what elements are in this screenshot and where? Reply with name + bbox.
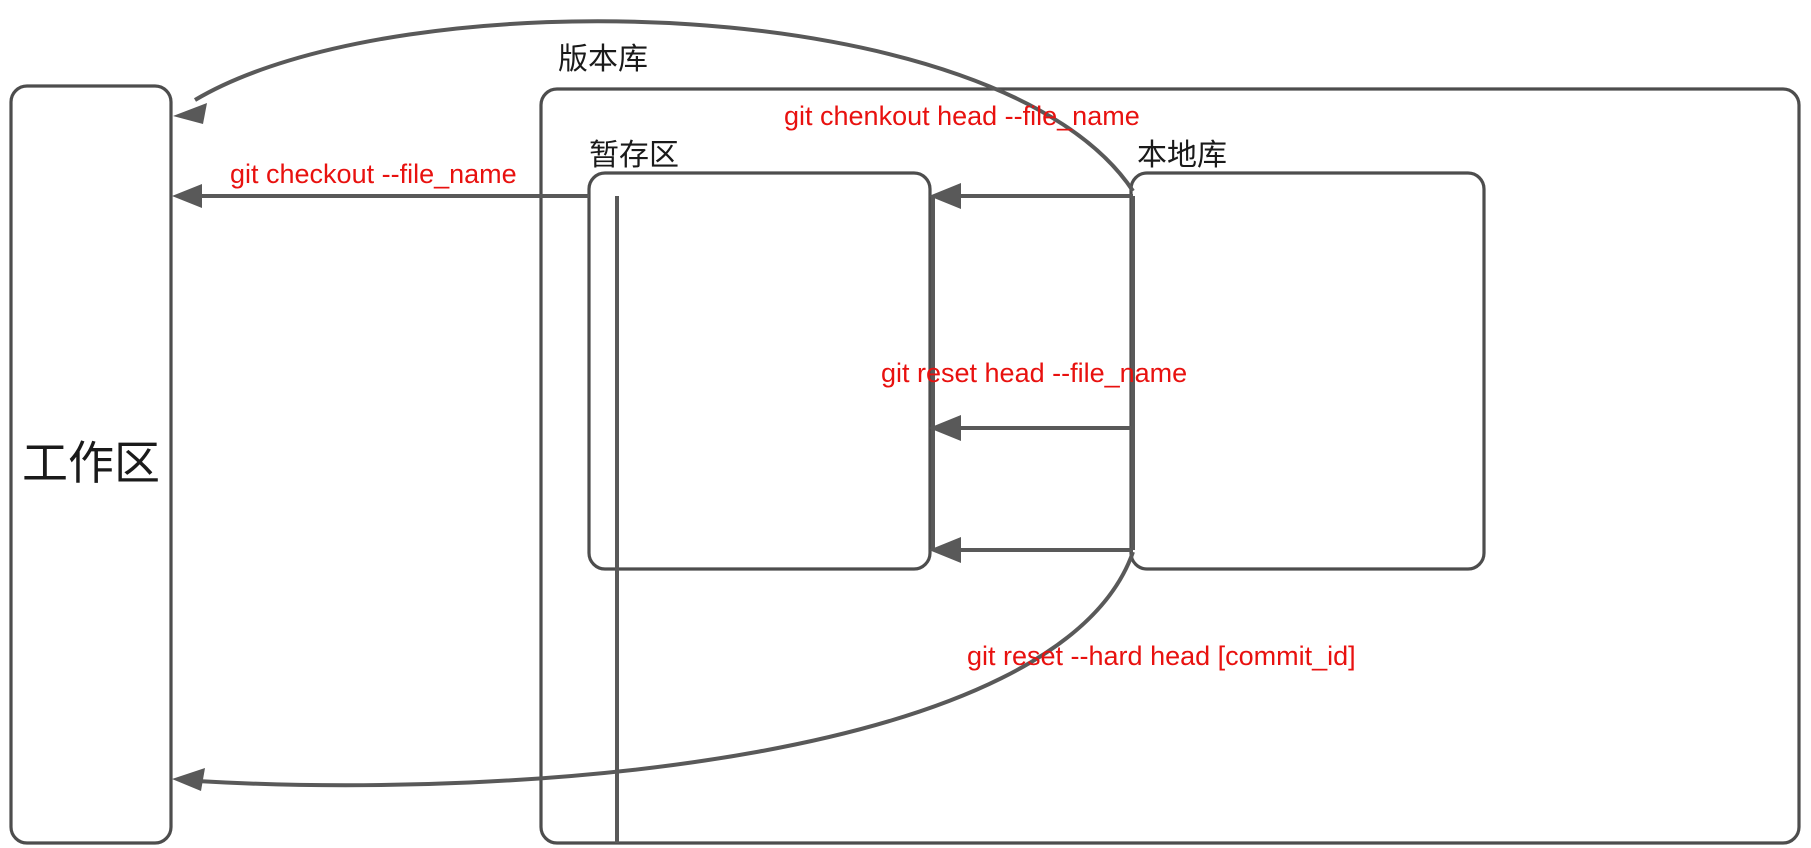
staging-label: 暂存区 [589,139,679,172]
workspace-box[interactable] [9,84,173,845]
edge-local-to-staging-bottom-arrowhead [929,537,961,563]
edge-label-checkout-head: git chenkout head --file_name [784,101,1140,131]
edge-reset-hard-arrowhead [172,768,205,791]
workspace-label: 工作区 [22,437,160,489]
edge-reset-head-arrowhead [929,415,961,441]
edge-reset-hard-curve [196,551,1135,788]
edge-checkout-head-arrowhead [173,103,207,124]
edge-checkout-arrowhead [172,184,202,208]
repository-label: 版本库 [558,43,648,76]
local-repo-label: 本地库 [1137,139,1227,172]
edge-label-checkout: git checkout --file_name [230,159,517,189]
edge-label-reset-head: git reset head --file_name [881,358,1187,388]
edge-local-to-staging-top-arrowhead [929,183,961,209]
staging-box[interactable] [587,171,932,571]
edge-label-reset-hard: git reset --hard head [commit_id] [967,641,1356,671]
edge-checkout-head-curve [193,19,1135,193]
